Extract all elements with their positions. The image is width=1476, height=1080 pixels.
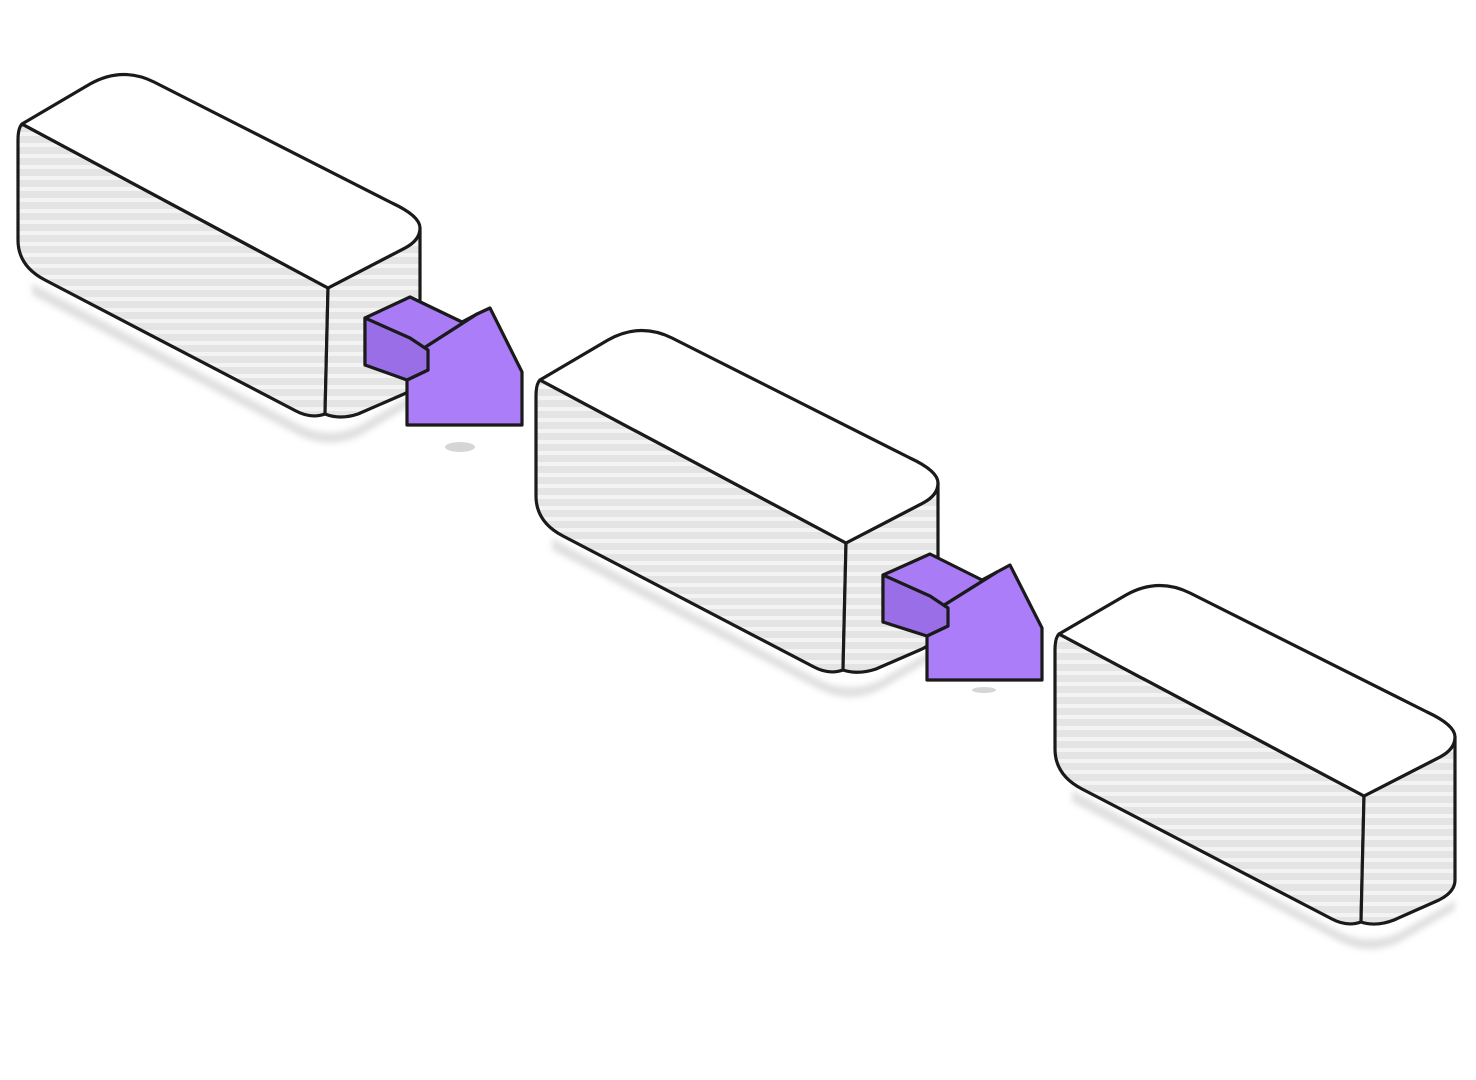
arrow-2-side (881, 573, 950, 638)
block-3-top-face (1057, 583, 1457, 798)
block-3-front-face (1053, 632, 1366, 926)
arrow-1 (363, 295, 524, 452)
block-1-front-face (16, 122, 330, 418)
block-2-top-face (538, 328, 940, 545)
block-2-front-face (534, 378, 848, 674)
block-1-top-face (20, 72, 422, 290)
block-1 (16, 72, 422, 443)
block-3 (1053, 583, 1457, 950)
arrow-1-shadow (445, 442, 475, 452)
arrow-2-shadow (972, 687, 996, 693)
block-2 (534, 328, 940, 698)
arrow-1-side (363, 316, 430, 382)
arrow-2 (881, 552, 1044, 693)
